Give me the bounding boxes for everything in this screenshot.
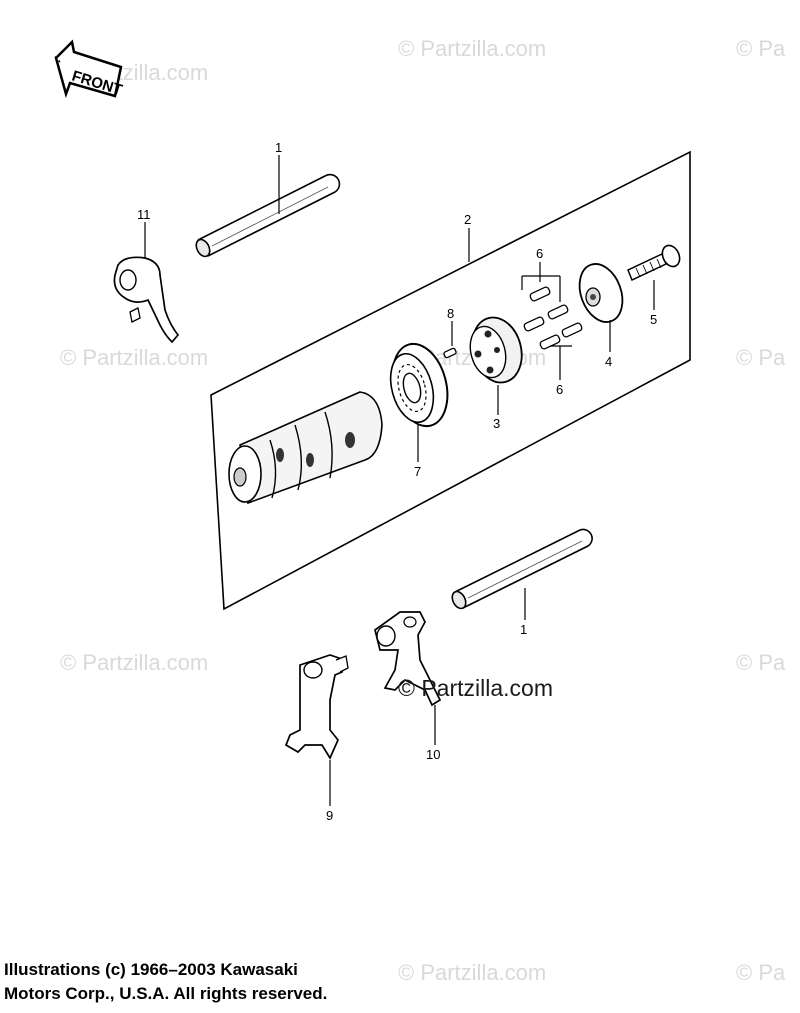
bearing [389,342,449,428]
pins-6 [523,286,583,350]
bolt [627,244,681,282]
shift-fork-10 [374,611,442,707]
callout-6-top: 6 [536,246,543,261]
watermark-dark: © Partzilla.com [398,675,553,701]
plate [578,263,624,323]
shift-fork-11 [113,256,180,344]
callout-5: 5 [650,312,657,327]
pin-holder [469,316,523,384]
callout-1-bottom: 1 [520,622,527,637]
callout-1-top: 1 [275,140,282,155]
copyright-line-1: Illustrations (c) 1966–2003 Kawasaki [4,960,298,979]
front-arrow-icon: FRONT [54,39,124,99]
callout-3: 3 [493,416,500,431]
leader-lines [144,155,655,806]
callout-8: 8 [447,306,454,321]
pin-8 [443,347,457,359]
copyright-notice: Illustrations (c) 1966–2003 Kawasaki Mot… [4,958,327,1006]
callout-10: 10 [426,747,440,762]
callout-2: 2 [464,212,471,227]
callout-11: 11 [137,207,151,222]
shaft-top [195,173,341,258]
callout-4: 4 [605,354,612,369]
copyright-line-2: Motors Corp., U.S.A. All rights reserved… [4,984,328,1003]
shaft-bottom [451,528,593,610]
shift-drum [228,391,383,505]
callout-6-bottom: 6 [556,382,563,397]
callout-7: 7 [414,464,421,479]
assembly-box [210,150,691,611]
callout-9: 9 [326,808,333,823]
shift-fork-9 [284,654,349,760]
